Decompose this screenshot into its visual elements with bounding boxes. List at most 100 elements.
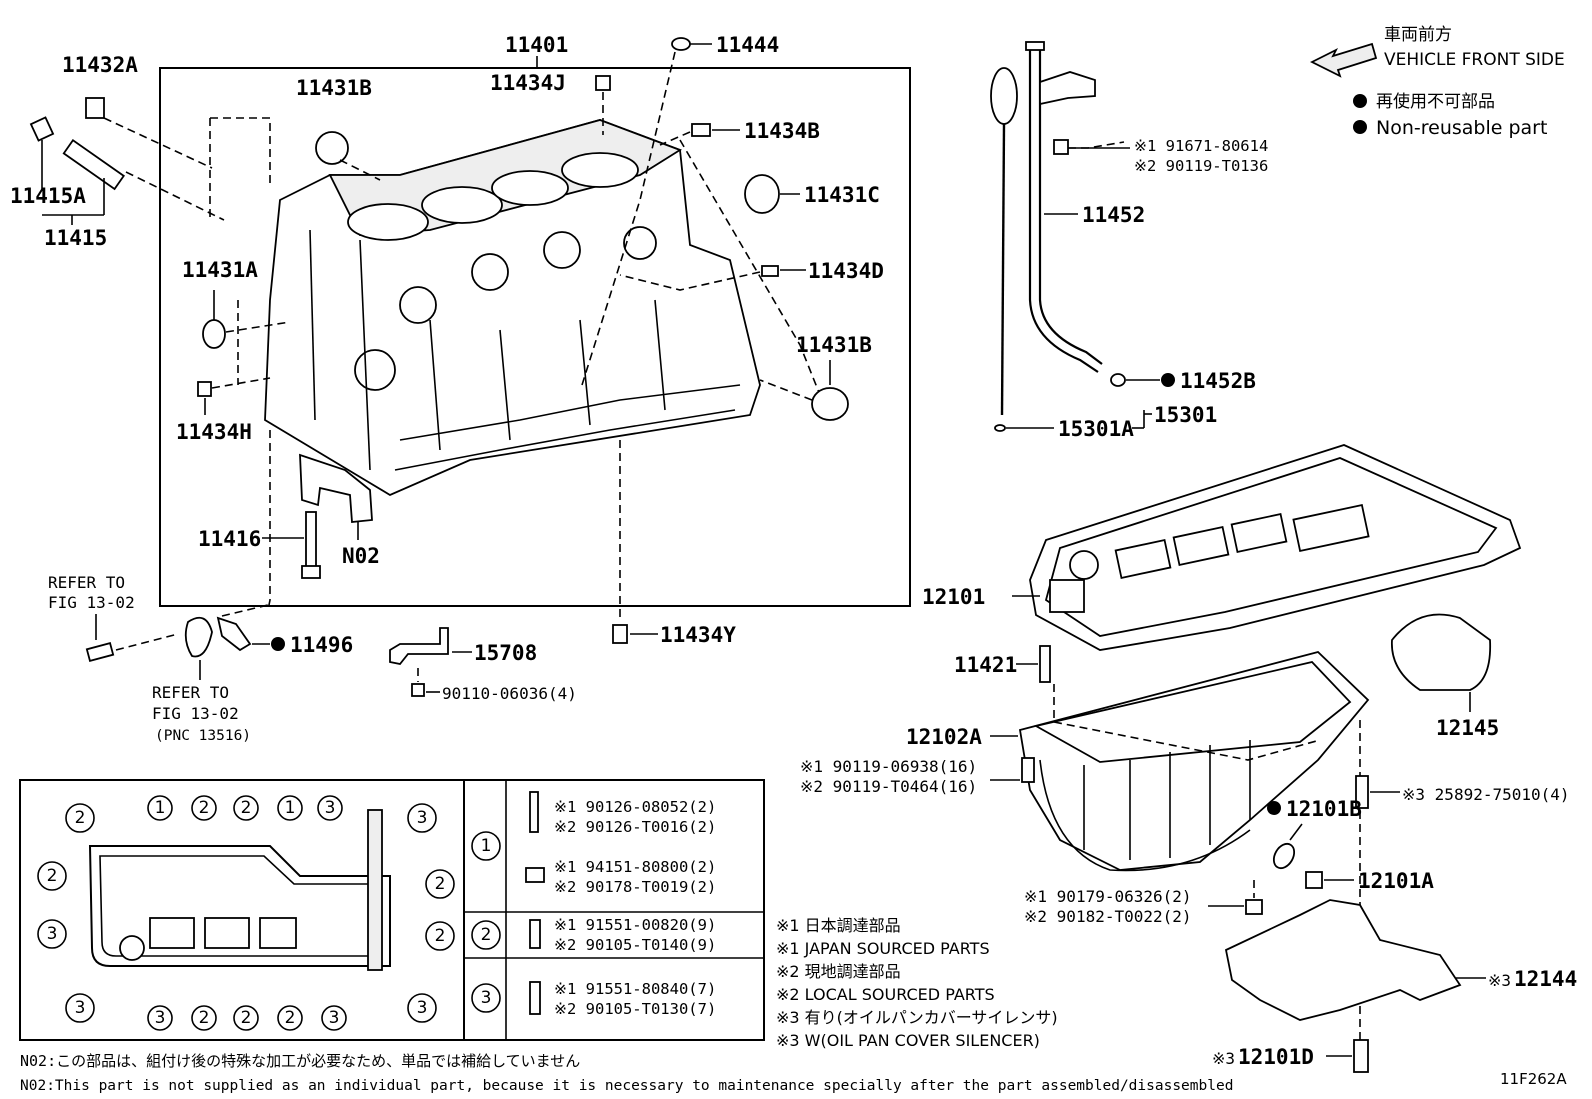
svg-text:3: 3	[329, 1008, 340, 1028]
svg-text:※2 現地調達部品: ※2 現地調達部品	[776, 962, 901, 981]
nonreusable-dot-icon	[271, 637, 285, 651]
label-11452: 11452	[1082, 203, 1145, 227]
svg-text:※1 日本調達部品: ※1 日本調達部品	[776, 916, 901, 935]
label-12145: 12145	[1436, 716, 1499, 740]
bolt-callouts: 2 1 2 2 1 3 3 2 2 2 3 3 3 2 2 2 3 3	[37, 795, 455, 1031]
pin-11434D	[761, 265, 779, 277]
plug-12101D	[1353, 1039, 1369, 1073]
nonreusable-legend: 再使用不可部品 Non-reusable part	[1353, 91, 1547, 139]
bearing-cap-N02	[299, 453, 373, 523]
block-assembly-frame	[159, 67, 911, 607]
svg-text:3: 3	[325, 798, 336, 818]
svg-text:3: 3	[75, 998, 86, 1018]
svg-text:※1 94151-80800(2): ※1 94151-80800(2)	[554, 858, 716, 876]
dip-alt-1: ※1 91671-80614	[1134, 137, 1268, 155]
label-11434Y: 11434Y	[660, 623, 736, 647]
svg-text:2: 2	[435, 926, 446, 946]
stud-11421	[1039, 645, 1051, 683]
plug-11415A	[29, 116, 55, 142]
pin-11434Y	[612, 624, 628, 644]
svg-text:2: 2	[481, 925, 492, 945]
svg-text:※2 90178-T0019(2): ※2 90178-T0019(2)	[554, 878, 716, 896]
nut-90179	[1245, 899, 1263, 915]
label-11496: 11496	[290, 633, 353, 657]
svg-text:2: 2	[199, 798, 210, 818]
baffle-12145	[1391, 613, 1492, 691]
svg-text:※2 90126-T0016(2): ※2 90126-T0016(2)	[554, 818, 716, 836]
label-12102A: 12102A	[906, 725, 982, 749]
sourcing-legend: ※1 日本調達部品 ※1 JAPAN SOURCED PARTS ※2 現地調達…	[776, 916, 1058, 1050]
bolt-11416	[305, 511, 317, 568]
stud-alt: ※3 25892-75010(4)	[1402, 785, 1570, 804]
svg-text:※1 JAPAN SOURCED PARTS: ※1 JAPAN SOURCED PARTS	[776, 939, 990, 958]
label-11452B: 11452B	[1180, 369, 1256, 393]
label-11431B-side: 11431B	[796, 333, 872, 357]
svg-text:2: 2	[285, 1008, 296, 1028]
label-12101D: 12101D	[1238, 1045, 1314, 1069]
plug-11431B-side	[811, 387, 849, 421]
refer1-line2: FIG 13-02	[48, 593, 135, 612]
svg-text:3: 3	[417, 808, 428, 828]
label-11431C: 11431C	[804, 183, 880, 207]
svg-text:※2 90105-T0140(9): ※2 90105-T0140(9)	[554, 936, 716, 954]
svg-text:※3 有り(オイルパンカバーサイレンサ): ※3 有り(オイルパンカバーサイレンサ)	[776, 1008, 1058, 1027]
label-12101A: 12101A	[1358, 869, 1434, 893]
nonreuse-jp: 再使用不可部品	[1376, 91, 1495, 112]
label-11431B-top: 11431B	[296, 76, 372, 100]
front-arrow-icon	[1309, 42, 1378, 78]
label-11416: 11416	[198, 527, 261, 551]
nonreusable-dot-icon	[1267, 801, 1281, 815]
bolt-pattern-drawing	[88, 809, 391, 971]
nut-alt-1: ※1 90179-06326(2)	[1024, 887, 1192, 906]
silencer-12144	[1224, 899, 1462, 1021]
label-15301A: 15301A	[1058, 417, 1134, 441]
bolt-refer	[85, 641, 115, 663]
label-11415: 11415	[44, 226, 107, 250]
filled-dot-icon	[1353, 120, 1367, 134]
svg-text:2: 2	[241, 798, 252, 818]
svg-text:※1 91551-80840(7): ※1 91551-80840(7)	[554, 980, 716, 998]
stud-25892	[1355, 775, 1369, 809]
label-11444: 11444	[716, 33, 779, 57]
dip-alt-2: ※2 90119-T0136	[1134, 157, 1268, 175]
silencer-mark: ※3	[1488, 971, 1511, 990]
svg-text:3: 3	[47, 924, 58, 944]
plug-11431A	[202, 319, 226, 349]
svg-text:2: 2	[199, 1008, 210, 1028]
oil-pan-lower-drawing	[1018, 651, 1370, 872]
bolt-90110	[411, 683, 425, 697]
svg-text:3: 3	[417, 998, 428, 1018]
vehicle-front-indicator: 車両前方 VEHICLE FRONT SIDE	[1309, 25, 1565, 78]
svg-text:※3 W(OIL PAN COVER SILENCER): ※3 W(OIL PAN COVER SILENCER)	[776, 1031, 1040, 1050]
nonreuse-en: Non-reusable part	[1376, 117, 1547, 139]
refer2-line2: FIG 13-02	[152, 704, 239, 723]
nut-alt-2: ※2 90182-T0022(2)	[1024, 907, 1192, 926]
dipstick-guide-drawing	[990, 41, 1103, 432]
label-11415A: 11415A	[10, 184, 86, 208]
pipe-15708	[389, 627, 449, 665]
front-label-jp: 車両前方	[1384, 25, 1452, 45]
plug-12101A	[1305, 871, 1323, 889]
bracket-refer	[184, 616, 213, 658]
label-11432A: 11432A	[62, 53, 138, 77]
svg-text:1: 1	[155, 798, 166, 818]
label-15708: 15708	[474, 641, 537, 665]
svg-text:※2 90105-T0130(7): ※2 90105-T0130(7)	[554, 1000, 716, 1018]
filled-dot-icon	[1353, 94, 1367, 108]
note-n02-jp: N02:この部品は、組付け後の特殊な加工が必要なため、単品では補給していません	[20, 1052, 580, 1070]
label-15301: 15301	[1154, 403, 1217, 427]
refer1-line1: REFER TO	[48, 573, 125, 592]
svg-text:2: 2	[241, 1008, 252, 1028]
svg-text:1: 1	[285, 798, 296, 818]
pin-11434J	[595, 75, 611, 91]
pipe-11415	[62, 139, 125, 191]
label-11434D: 11434D	[808, 259, 884, 283]
plug-11431B-top	[315, 131, 349, 165]
plug-11432A	[85, 97, 105, 119]
svg-text:3: 3	[155, 1008, 166, 1028]
gasket-12101B	[1272, 842, 1296, 870]
oring-11452B	[1110, 373, 1126, 387]
label-90110: 90110-06036(4)	[442, 684, 577, 703]
pan-bolt-alt-2: ※2 90119-T0464(16)	[800, 777, 977, 796]
